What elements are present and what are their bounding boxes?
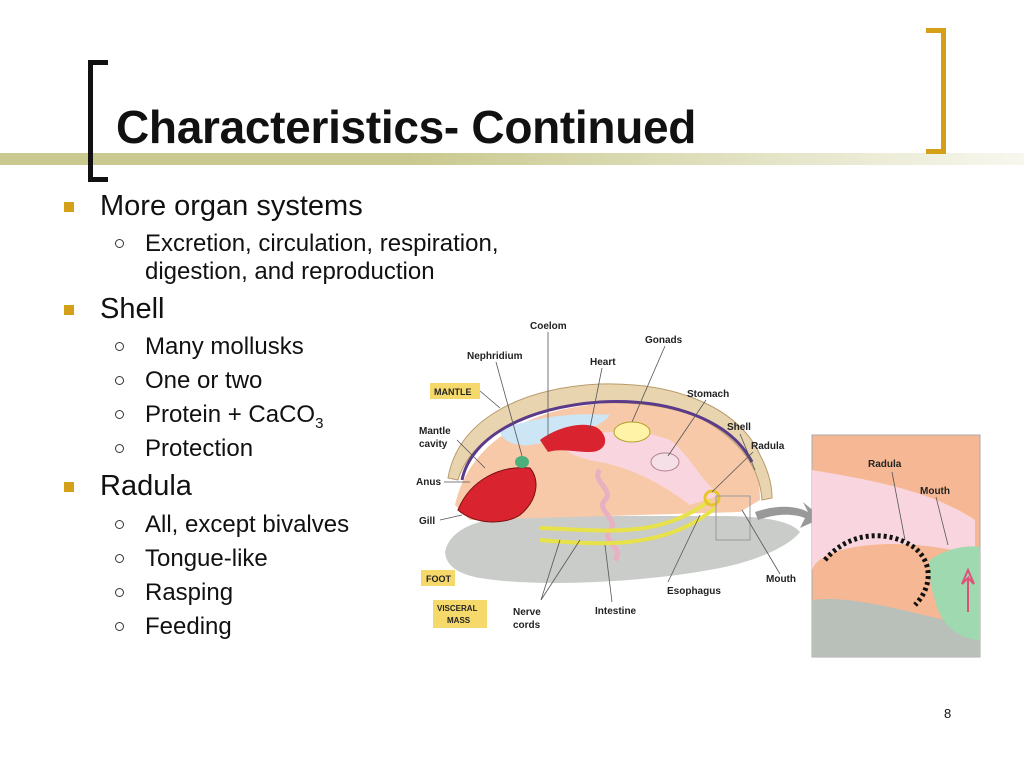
digestive-region [560,431,720,505]
label-nerve-cords: cords [513,620,541,631]
sub-bullet-text: Protection [145,435,254,462]
foot-shape [445,516,800,583]
label-gonads: Gonads [645,335,683,346]
sub-bullet: Rasping [115,579,234,606]
sub-bullet-text: Many mollusks [145,333,304,360]
label-visceral-mass: MASS [447,616,471,625]
label-esophagus: Esophagus [667,586,721,597]
label-mantle-cavity: Mantle [419,426,451,437]
label-mouth: Mouth [766,574,796,585]
sub-bullet-text: One or two [145,367,263,394]
right-bracket [926,28,946,154]
bullet-text: Shell [100,293,165,325]
sub-bullet-text: All, except bivalves [145,511,350,538]
label-inset-mouth: Mouth [920,486,950,497]
bullet-organ-systems: More organ systems [64,190,363,223]
label-nephridium: Nephridium [467,351,523,362]
sub-bullet: All, except bivalves [115,511,350,538]
label-coelom: Coelom [530,321,567,332]
sub-bullet-text: digestion, and reproduction [145,258,435,285]
sub-bullet: Feeding [115,613,232,640]
square-bullet-icon [64,305,74,315]
label-stomach: Stomach [687,389,729,400]
label-radula: Radula [751,441,785,452]
circle-bullet-icon [115,520,124,529]
bullet-shell: Shell [64,293,165,326]
label-anus: Anus [416,477,441,488]
radula-ring [703,489,721,507]
sub-bullet: One or two [115,367,263,394]
circle-bullet-icon [115,444,124,453]
nerve-cord-2 [539,506,717,546]
sub-bullet-continued: digestion, and reproduction [145,258,435,285]
label-heart: Heart [590,357,616,368]
sub-bullet-text: Excretion, circulation, respiration, [145,230,499,257]
label-foot: FOOT [426,574,451,584]
sub-bullet: Protein + CaCO3 [115,401,324,437]
heart-shape [540,424,606,452]
gill-shape [457,467,537,523]
inset-up-arrow-icon [961,567,975,612]
subscript: 3 [315,414,324,432]
label-gill: Gill [419,516,435,527]
circle-bullet-icon [115,410,124,419]
sub-bullet: Tongue-like [115,545,268,572]
bullet-text: More organ systems [100,190,363,222]
circle-bullet-icon [115,588,124,597]
label-mantle: MANTLE [434,387,472,397]
zoom-arrow [755,502,822,528]
label-shell: Shell [727,422,751,433]
coelom-shape [500,414,610,446]
sub-bullet: Protection [115,435,254,462]
slide-title: Characteristics- Continued [116,101,697,153]
bullet-text: Radula [100,470,192,502]
mantle-label-box [430,383,480,399]
stomach-shape [650,452,680,472]
circle-bullet-icon [115,376,124,385]
sub-bullet-text: Rasping [145,579,234,606]
sub-bullet: Many mollusks [115,333,304,360]
circle-bullet-icon [115,554,124,563]
page-number: 8 [944,706,952,721]
label-intestine: Intestine [595,606,637,617]
leader-lines [439,332,949,603]
gonads-shape [613,421,651,443]
foot-label-box [421,570,455,586]
title-rule-fade [0,153,1024,165]
square-bullet-icon [64,202,74,212]
label-nerve: Nerve [513,607,541,618]
square-bullet-icon [64,482,74,492]
nerve-cord-1 [539,498,712,533]
inset-floor [812,599,980,657]
sub-bullet: Excretion, circulation, respiration, [115,230,499,257]
label-mantle-cavity-2: cavity [419,439,448,450]
circle-bullet-icon [115,622,124,631]
sub-bullet-text: Feeding [145,613,232,640]
circle-bullet-icon [115,239,124,248]
nephridium-shape [515,456,529,468]
sub-bullet-text: Protein + CaCO [145,401,316,428]
inset-tongue [812,470,975,570]
label-visceral: VISCERAL [437,604,478,613]
sub-bullet-text: Tongue-like [145,545,268,572]
bullet-radula: Radula [64,470,192,503]
circle-bullet-icon [115,342,124,351]
label-inset-radula: Radula [868,459,902,470]
mantle-line [460,400,754,481]
zoom-box [715,495,751,541]
left-bracket [88,60,108,182]
visceral-label-box [433,600,487,628]
